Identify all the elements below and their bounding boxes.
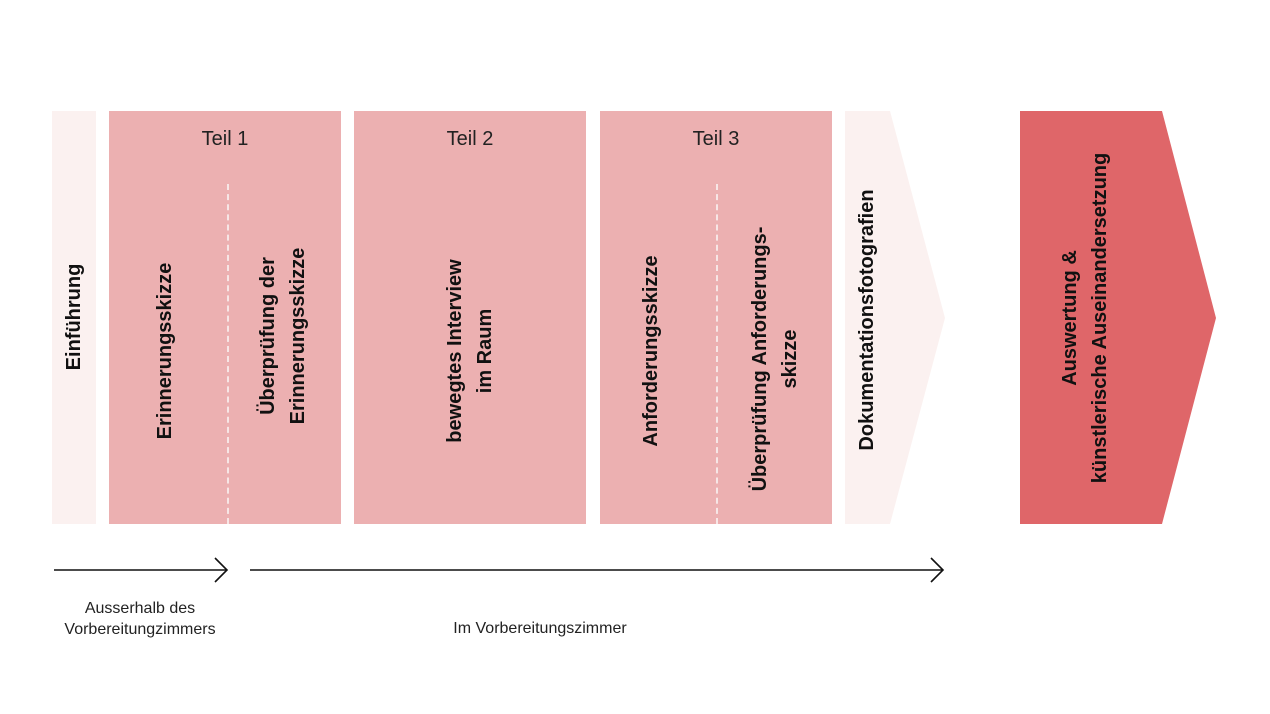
- timeline-outside-caption: Ausserhalb des Vorbereitungzimmers: [64, 600, 216, 638]
- step-part-1: Teil 1 Erinnerungsskizze Überprüfung der…: [109, 111, 341, 524]
- step-part-1-divider: [227, 184, 229, 524]
- documentation-arrow-shape: [845, 111, 945, 524]
- step-evaluation-label: Auswertung & künstlerische Auseinanderse…: [1059, 152, 1111, 484]
- step-part-2-title: Teil 2: [446, 128, 494, 150]
- step-part-2-label: bewegtes Interview im Raum: [444, 259, 496, 443]
- step-part-3-title: Teil 3: [692, 128, 740, 150]
- timeline-inside-arrow: [250, 557, 945, 583]
- step-part-3-left-label: Anforderungsskizze: [640, 255, 662, 447]
- timeline-outside-arrow: [54, 557, 229, 583]
- step-part-2: Teil 2 bewegtes Interview im Raum: [354, 111, 586, 524]
- timeline-inside-caption: Im Vorbereitungszimmer: [453, 620, 627, 637]
- step-documentation-label: Dokumentationsfotografien: [856, 189, 878, 451]
- step-part-1-right-label: Überprüfung der Erinnerungsskizze: [257, 247, 309, 425]
- step-introduction-label: Einführung: [63, 263, 85, 371]
- evaluation-arrow-shape: [1020, 111, 1216, 524]
- step-part-1-left-label: Erinnerungsskizze: [154, 262, 176, 440]
- step-part-3-divider: [716, 184, 718, 524]
- step-part-3: Teil 3 Anforderungsskizze Überprüfung An…: [600, 111, 832, 524]
- step-introduction: Einführung: [52, 111, 96, 524]
- step-part-3-right-label: Überprüfung Anforderungs- skizze: [749, 226, 801, 492]
- step-part-1-title: Teil 1: [201, 128, 249, 150]
